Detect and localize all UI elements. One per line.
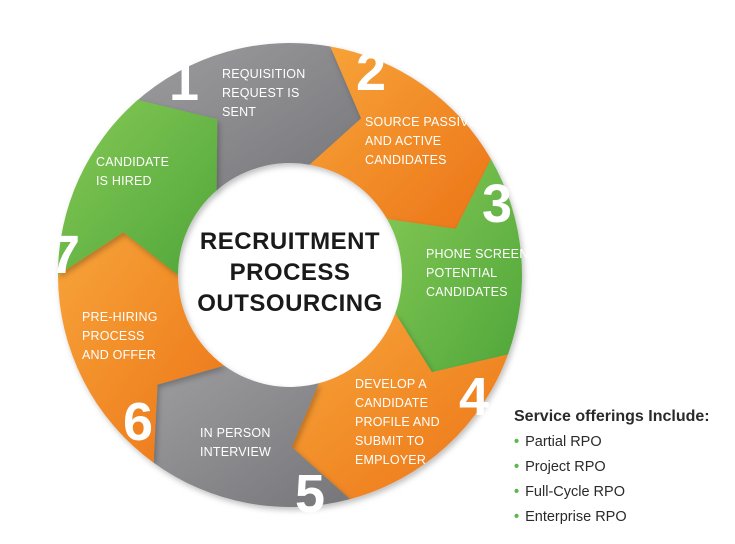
bullet-icon: • — [514, 509, 520, 525]
cycle-segment-1 — [134, 43, 366, 192]
service-item-label: Project RPO — [525, 459, 606, 475]
service-offerings-list: • Partial RPO • Project RPO • Full-Cycle RP… — [514, 430, 729, 530]
center-title-line-3: OUTSOURCING — [197, 290, 383, 317]
cycle-segment-5 — [153, 365, 351, 507]
cycle-segment-2 — [309, 46, 491, 234]
service-item: • Enterprise RPO — [514, 505, 729, 530]
service-item: • Partial RPO — [514, 430, 729, 455]
service-item-label: Partial RPO — [525, 434, 602, 450]
bullet-icon: • — [514, 434, 520, 450]
service-offerings-panel: Service offerings Include: • Partial RPO … — [514, 408, 729, 530]
center-title: RECRUITMENT PROCESS OUTSOURCING — [197, 228, 383, 317]
service-item-label: Enterprise RPO — [525, 509, 627, 525]
cycle-segments — [58, 43, 523, 507]
service-item: • Project RPO — [514, 455, 729, 480]
step-number-2: 2 — [356, 42, 386, 102]
step-number-1: 1 — [169, 52, 199, 112]
cycle-segment-4 — [286, 313, 509, 500]
bullet-icon: • — [514, 484, 520, 500]
service-item: • Full-Cycle RPO — [514, 480, 729, 505]
step-number-3: 3 — [482, 174, 512, 234]
cycle-segment-7 — [58, 99, 218, 275]
bullet-icon: • — [514, 459, 520, 475]
center-title-line-1: RECRUITMENT — [200, 228, 380, 255]
service-offerings-title: Service offerings Include: — [514, 408, 710, 425]
step-number-7: 7 — [50, 225, 80, 285]
center-title-line-2: PROCESS — [230, 259, 351, 286]
cycle-segment-3 — [386, 159, 523, 377]
step-number-5: 5 — [295, 464, 325, 524]
cycle-segment-6 — [58, 227, 225, 463]
step-number-4: 4 — [459, 367, 489, 427]
step-number-6: 6 — [123, 392, 153, 452]
service-item-label: Full-Cycle RPO — [525, 484, 625, 500]
